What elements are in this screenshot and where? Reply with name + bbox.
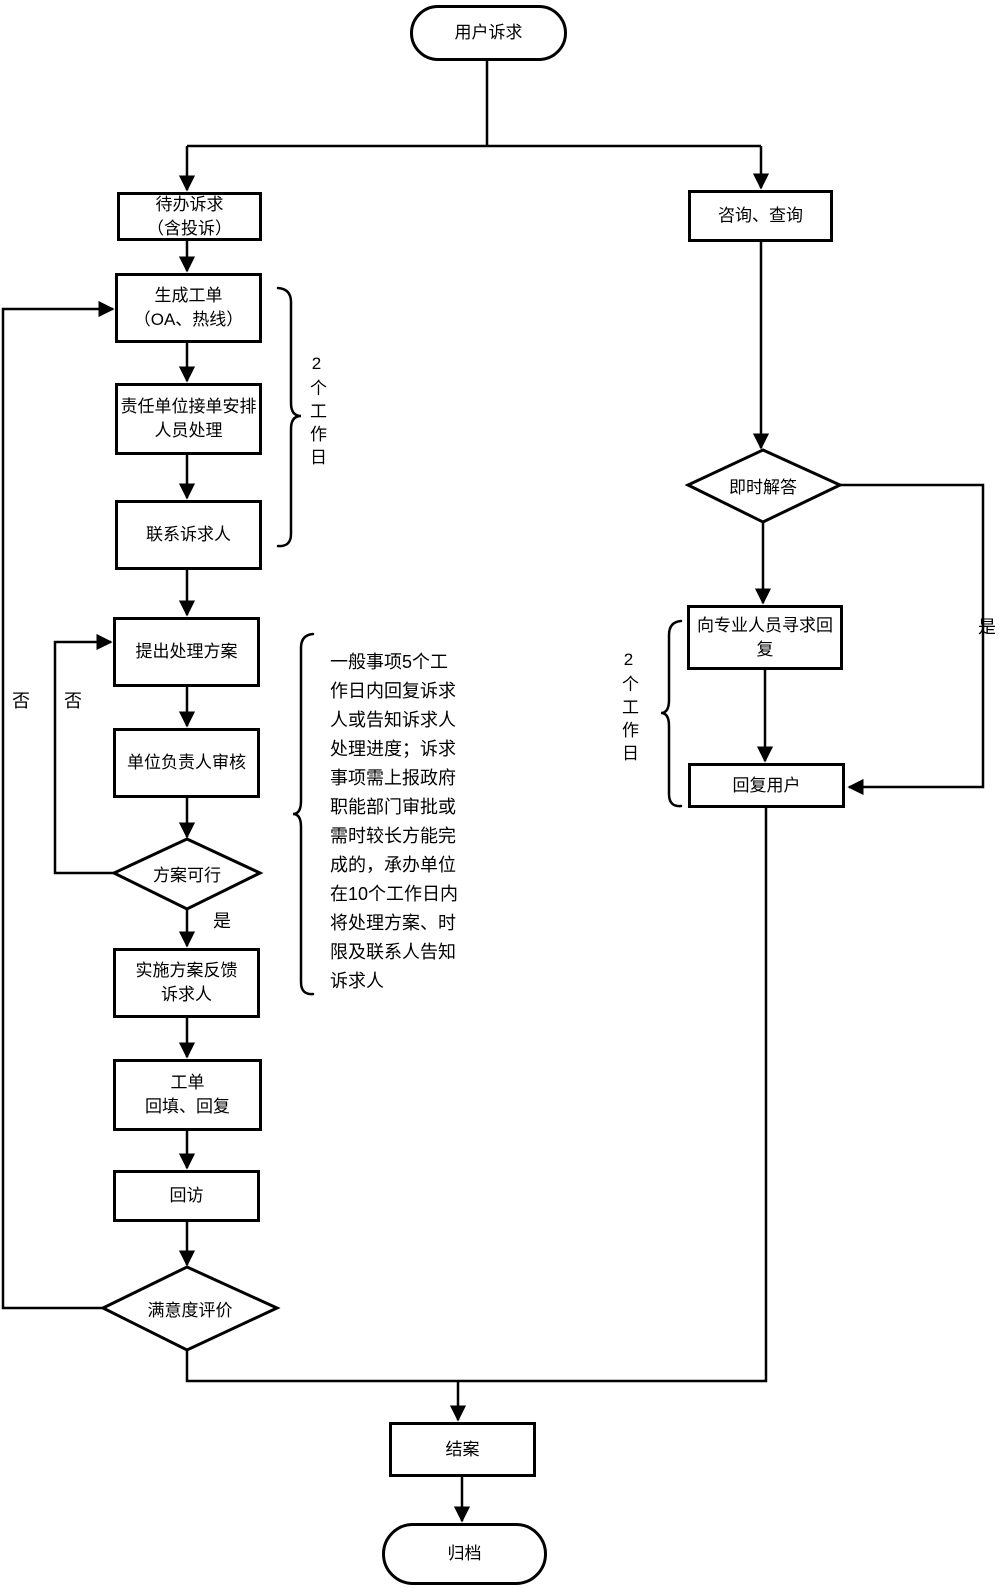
brace-sla-right bbox=[660, 619, 683, 808]
node-ticket: 工单 回填、回复 bbox=[113, 1059, 262, 1131]
node-satisfaction-shape bbox=[99, 1265, 281, 1352]
node-propose-label: 提出处理方案 bbox=[135, 642, 238, 661]
node-consult: 咨询、查询 bbox=[688, 190, 833, 242]
annotation-sla-right: 2个工作日 bbox=[619, 650, 638, 767]
node-start: 用户诉求 bbox=[410, 5, 567, 61]
node-visit-label: 回访 bbox=[169, 1186, 204, 1205]
node-reply-label: 回复用户 bbox=[732, 775, 801, 795]
label-instant-yes: 是 bbox=[978, 617, 996, 637]
label-feasible-no: 否 bbox=[64, 691, 82, 711]
node-review-label: 单位负责人审核 bbox=[127, 753, 246, 772]
node-instant-label: 即时解答 bbox=[729, 477, 797, 497]
node-generate-label: 生成工单 （OA、热线） bbox=[133, 286, 244, 329]
brace-note bbox=[292, 632, 315, 996]
node-pending-label: 待办诉求 （含投诉） bbox=[147, 194, 232, 238]
node-propose: 提出处理方案 bbox=[113, 617, 260, 687]
node-feasible-shape bbox=[110, 837, 264, 911]
node-generate: 生成工单 （OA、热线） bbox=[115, 273, 262, 343]
node-instant-shape bbox=[684, 448, 844, 524]
node-reply: 回复用户 bbox=[688, 763, 845, 808]
node-contact: 联系诉求人 bbox=[115, 500, 262, 570]
edge-collector bbox=[185, 808, 768, 1383]
brace-sla-left bbox=[276, 286, 302, 548]
node-assign-label: 责任单位接单安排 人员处理 bbox=[120, 397, 257, 440]
node-archive-label: 归档 bbox=[447, 1544, 482, 1563]
node-satisfaction-label: 满意度评价 bbox=[147, 1300, 233, 1320]
node-visit: 回访 bbox=[113, 1170, 260, 1222]
node-start-label: 用户诉求 bbox=[454, 23, 523, 42]
annotation-note: 一般事项5个工 作日内回复诉求 人或告知诉求人 处理进度；诉求 事项需上报政府 … bbox=[330, 652, 459, 991]
node-implement: 实施方案反馈 诉求人 bbox=[113, 948, 260, 1018]
node-pending: 待办诉求 （含投诉） bbox=[117, 192, 262, 241]
node-consult-label: 咨询、查询 bbox=[718, 206, 803, 225]
node-close: 结案 bbox=[389, 1422, 536, 1477]
label-satisfaction-no: 否 bbox=[12, 691, 30, 711]
node-implement-label: 实施方案反馈 诉求人 bbox=[135, 961, 238, 1004]
label-feasible-yes: 是 bbox=[213, 911, 231, 931]
edge-satisfaction-no-loop bbox=[1, 300, 115, 1310]
node-ticket-label: 工单 回填、回复 bbox=[145, 1073, 230, 1116]
node-close-label: 结案 bbox=[445, 1439, 480, 1459]
annotation-sla-left: 2个工作日 bbox=[307, 354, 326, 471]
node-seek: 向专业人员寻求回复 bbox=[687, 605, 843, 670]
node-archive: 归档 bbox=[382, 1523, 547, 1585]
node-assign: 责任单位接单安排 人员处理 bbox=[115, 383, 262, 455]
edge-instant-yes-reply bbox=[840, 483, 985, 796]
edge-feasible-no-loop bbox=[53, 633, 114, 875]
node-feasible-label: 方案可行 bbox=[153, 865, 221, 885]
node-contact-label: 联系诉求人 bbox=[146, 525, 231, 544]
node-seek-label: 向专业人员寻求回复 bbox=[697, 615, 833, 659]
node-review: 单位负责人审核 bbox=[113, 728, 260, 798]
